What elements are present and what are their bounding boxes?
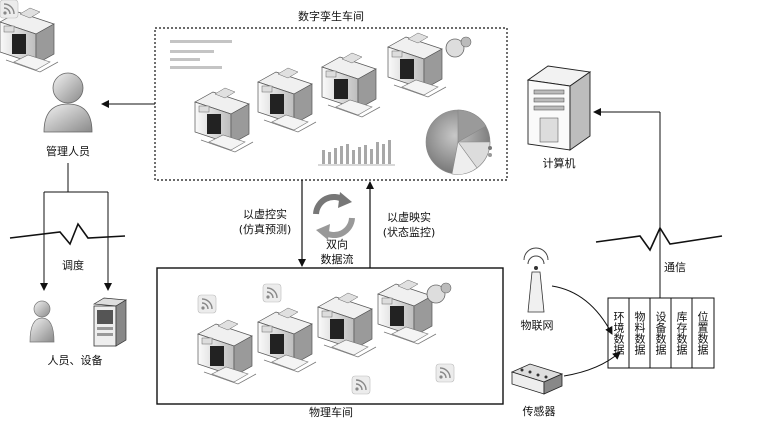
digital-bar-chart [318, 140, 395, 166]
flow-down-label-2: (仿真预测) [238, 223, 292, 236]
data-col-equipment: 设备数据 [654, 311, 667, 355]
digital-legend-bars [170, 40, 232, 69]
staff-equipment-label: 人员、设备 [47, 354, 103, 367]
computer-label: 计算机 [542, 157, 576, 170]
digital-robot-arm [445, 38, 465, 58]
staff-person-icon [29, 300, 55, 343]
antenna-icon [523, 247, 549, 313]
data-col-inventory: 库存数据 [675, 311, 688, 355]
flow-up-label-1: 以虚映实 [387, 211, 431, 224]
digital-workshop-title: 数字孪生车间 [298, 10, 364, 23]
wireless-signal-icon [595, 226, 723, 252]
desktop-tower-icon [526, 65, 592, 151]
dispatch-connectors [40, 163, 112, 291]
digital-machines [194, 32, 472, 153]
manager-label: 管理人员 [46, 145, 90, 158]
comm-connector [593, 108, 661, 298]
digital-pie-chart [425, 109, 492, 175]
wifi-signal-icon [435, 363, 455, 383]
wifi-signal-icon [197, 294, 217, 314]
iot-label: 物联网 [520, 319, 554, 332]
data-col-location: 位置数据 [696, 311, 709, 355]
sync-arrows-icon [313, 192, 355, 240]
data-col-environment: 环境数据 [612, 311, 625, 355]
sensor-label: 传感器 [522, 405, 556, 418]
bidirectional-label-1: 双向 [326, 238, 348, 251]
iot-to-data-arrow [551, 285, 613, 335]
physical-machines [197, 279, 452, 385]
dispatch-label: 调度 [62, 259, 84, 272]
sensor-block-icon [510, 363, 564, 395]
comm-label: 通信 [664, 261, 686, 274]
physical-workshop-title: 物理车间 [309, 406, 353, 419]
server-rack-icon [92, 297, 128, 347]
bidirectional-label-2: 数据流 [320, 253, 354, 266]
sensor-to-data-arrow [563, 351, 621, 377]
wifi-signal-icon [0, 0, 19, 19]
wifi-signal-icon [262, 283, 282, 303]
manager-person-icon [43, 72, 93, 133]
physical-robot-arm [426, 284, 446, 304]
flow-up-label-2: (状态监控) [382, 226, 436, 239]
flow-down-label-1: 以虚控实 [243, 208, 287, 221]
data-col-material: 物料数据 [633, 311, 646, 355]
wifi-signal-icon [351, 375, 371, 395]
data-table [607, 297, 715, 369]
wireless-signal-icon [9, 222, 126, 246]
